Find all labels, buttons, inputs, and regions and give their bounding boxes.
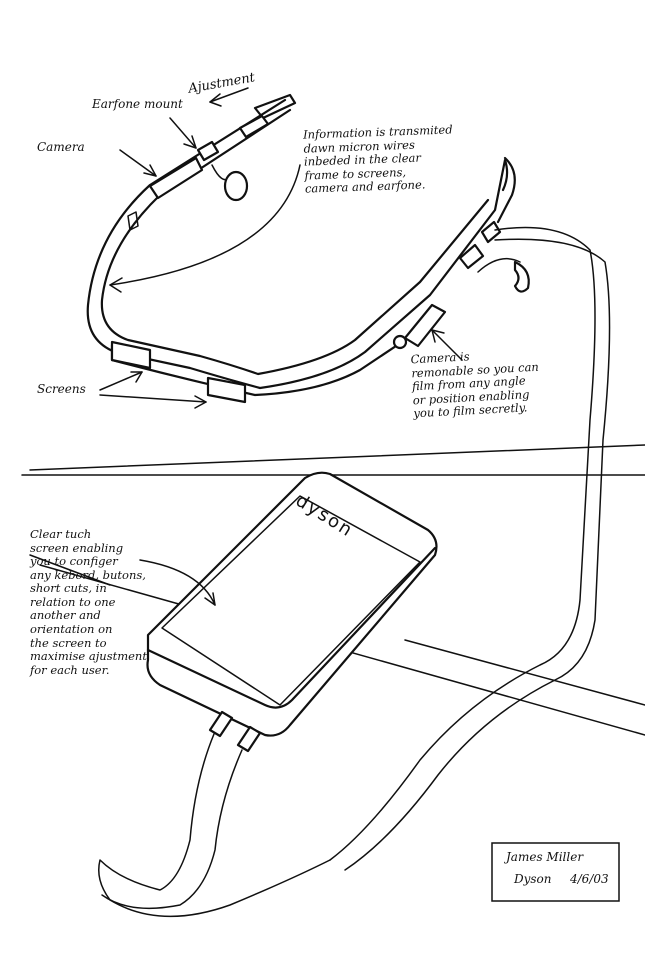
label-touch-screen: Clear tuch screen enabling you to config… — [30, 527, 147, 677]
screens-arrow-2 — [99, 394, 207, 403]
earfone-arrow — [169, 117, 197, 149]
signature-name: James Miller — [506, 850, 584, 864]
device-cable — [98, 710, 331, 918]
signature-company: Dyson — [514, 872, 552, 886]
information-pointer — [109, 164, 301, 286]
ajustment-arrow — [209, 87, 249, 103]
screens-arrow-1 — [99, 371, 143, 391]
label-camera: Camera — [37, 140, 85, 154]
glasses-wires — [329, 226, 611, 871]
label-camera-removable: Camera is remonable so you can film from… — [410, 349, 540, 421]
glasses-frame — [86, 93, 530, 404]
dyson-device — [146, 471, 438, 737]
signature-date: 4/6/03 — [570, 872, 609, 886]
camera-removable-arrow — [431, 329, 463, 361]
label-earfone-mount: Earfone mount — [92, 97, 183, 111]
signature-box — [491, 842, 620, 902]
label-information: Information is transmited dawn micron wi… — [302, 122, 453, 196]
label-screens: Screens — [37, 382, 86, 396]
camera-arrow — [119, 149, 157, 177]
touch-screen-pointer — [139, 559, 216, 606]
